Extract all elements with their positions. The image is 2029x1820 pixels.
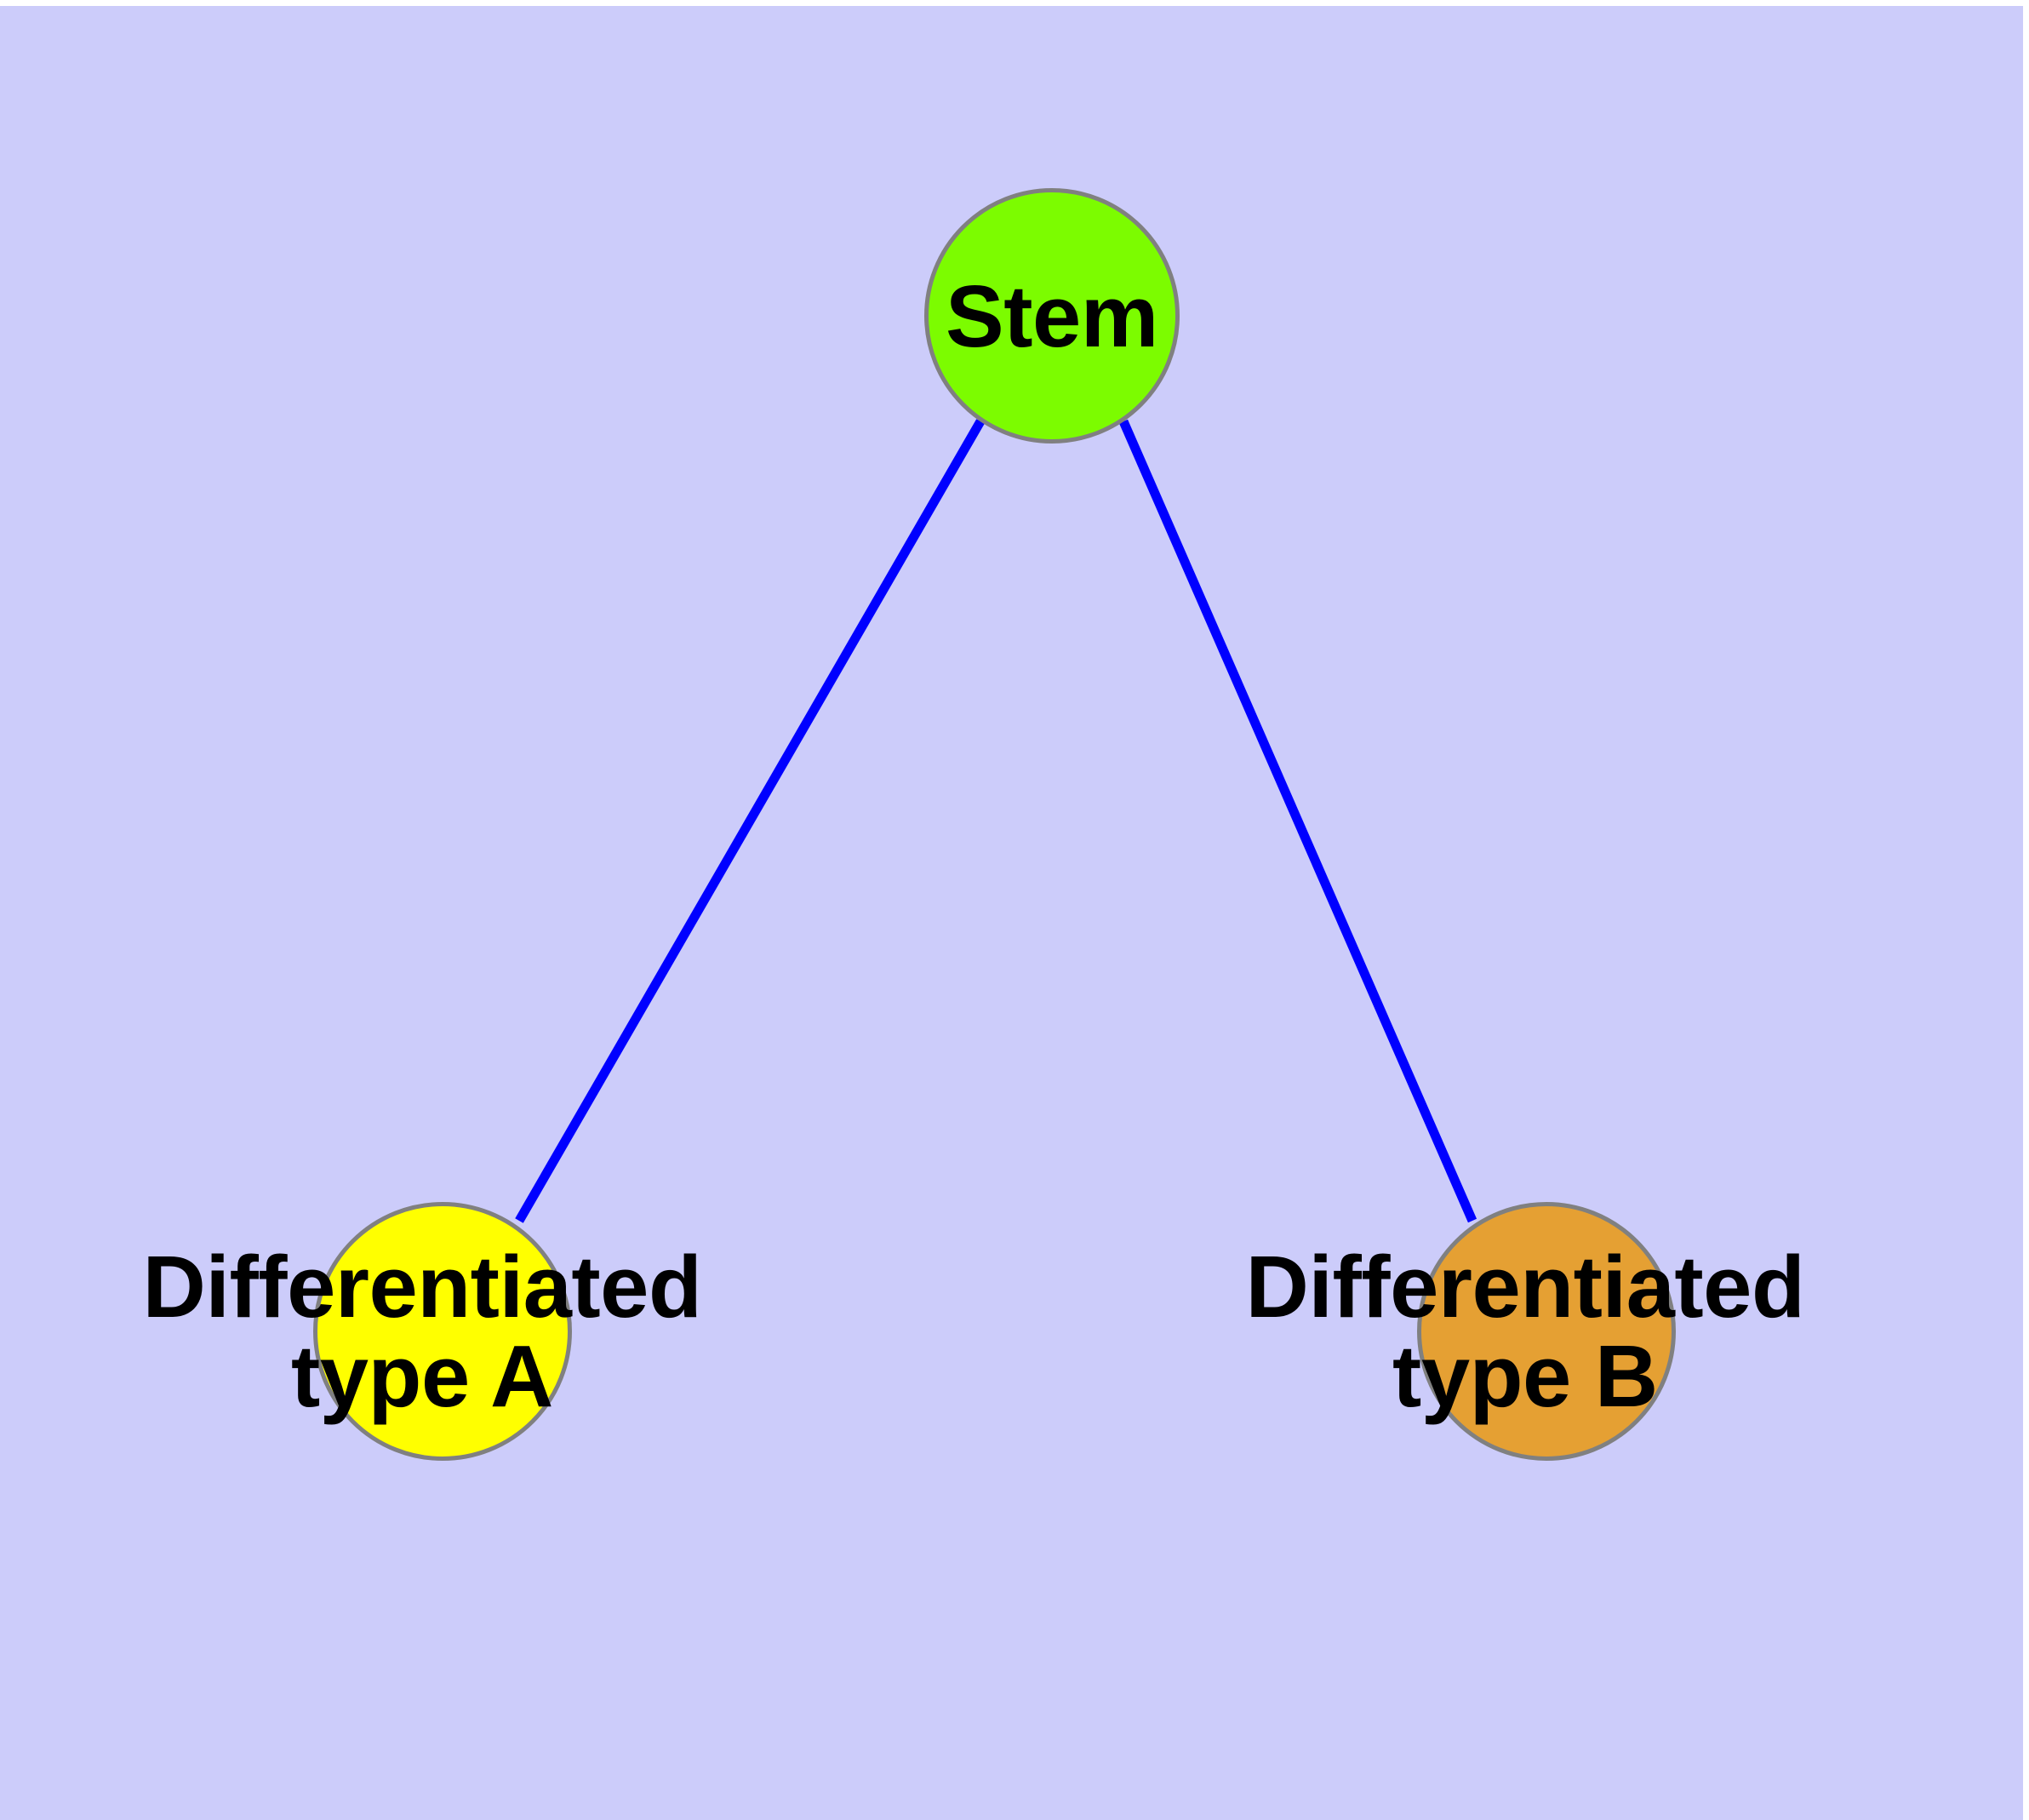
edge-stem-to-diff-b [1118,419,1477,1223]
edge-stem-to-diff-a [515,419,985,1223]
node-diff-b[interactable] [1417,1202,1676,1461]
edge-layer [515,419,1477,1223]
node-diff-a[interactable] [313,1202,572,1461]
node-layer [313,188,1676,1461]
node-stem[interactable] [924,188,1180,444]
